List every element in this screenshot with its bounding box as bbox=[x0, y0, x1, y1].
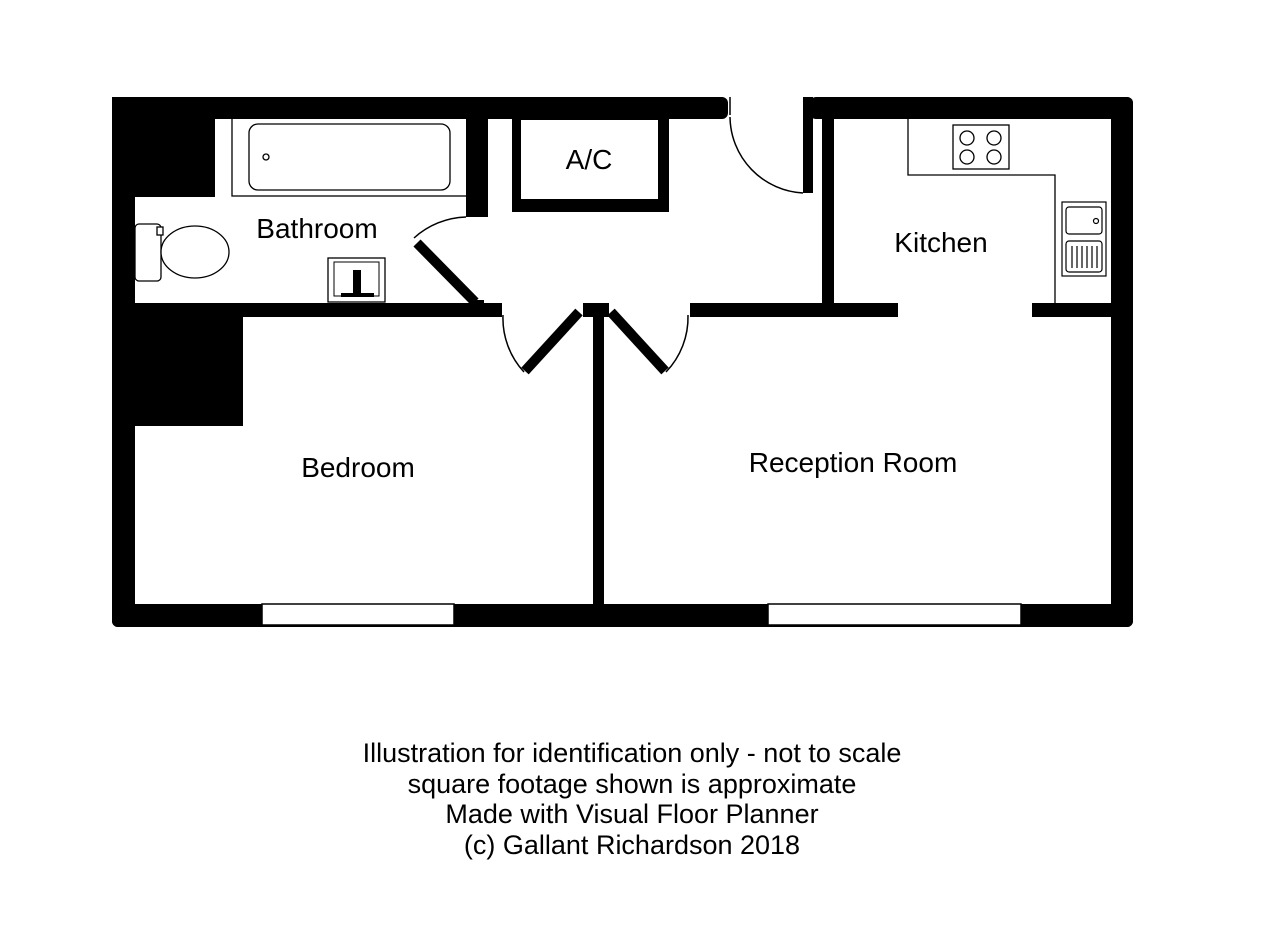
basin bbox=[327, 257, 386, 303]
caption-line-3: Made with Visual Floor Planner bbox=[445, 799, 819, 829]
disclaimer-caption: Illustration for identification only - n… bbox=[0, 738, 1264, 860]
kitchen-worktop bbox=[907, 117, 1056, 305]
caption-line-2: square footage shown is approximate bbox=[407, 768, 857, 799]
room-label-kitchen: Kitchen bbox=[894, 227, 987, 258]
hob bbox=[952, 124, 1010, 170]
room-label-bathroom: Bathroom bbox=[256, 213, 377, 244]
windows bbox=[261, 603, 1022, 626]
doors bbox=[413, 97, 804, 375]
toilet bbox=[134, 223, 230, 282]
room-label-bedroom: Bedroom bbox=[301, 452, 415, 483]
ac-closet bbox=[512, 113, 669, 212]
structural-blocks bbox=[112, 97, 488, 426]
caption-line-1: Illustration for identification only - n… bbox=[362, 738, 902, 768]
caption-line-4: (c) Gallant Richardson 2018 bbox=[463, 829, 801, 860]
room-label-reception: Reception Room bbox=[749, 447, 958, 478]
bathtub bbox=[231, 116, 470, 197]
interior-walls bbox=[112, 97, 1122, 613]
kitchen-sink bbox=[1061, 201, 1107, 277]
room-label-ac: A/C bbox=[566, 144, 613, 175]
